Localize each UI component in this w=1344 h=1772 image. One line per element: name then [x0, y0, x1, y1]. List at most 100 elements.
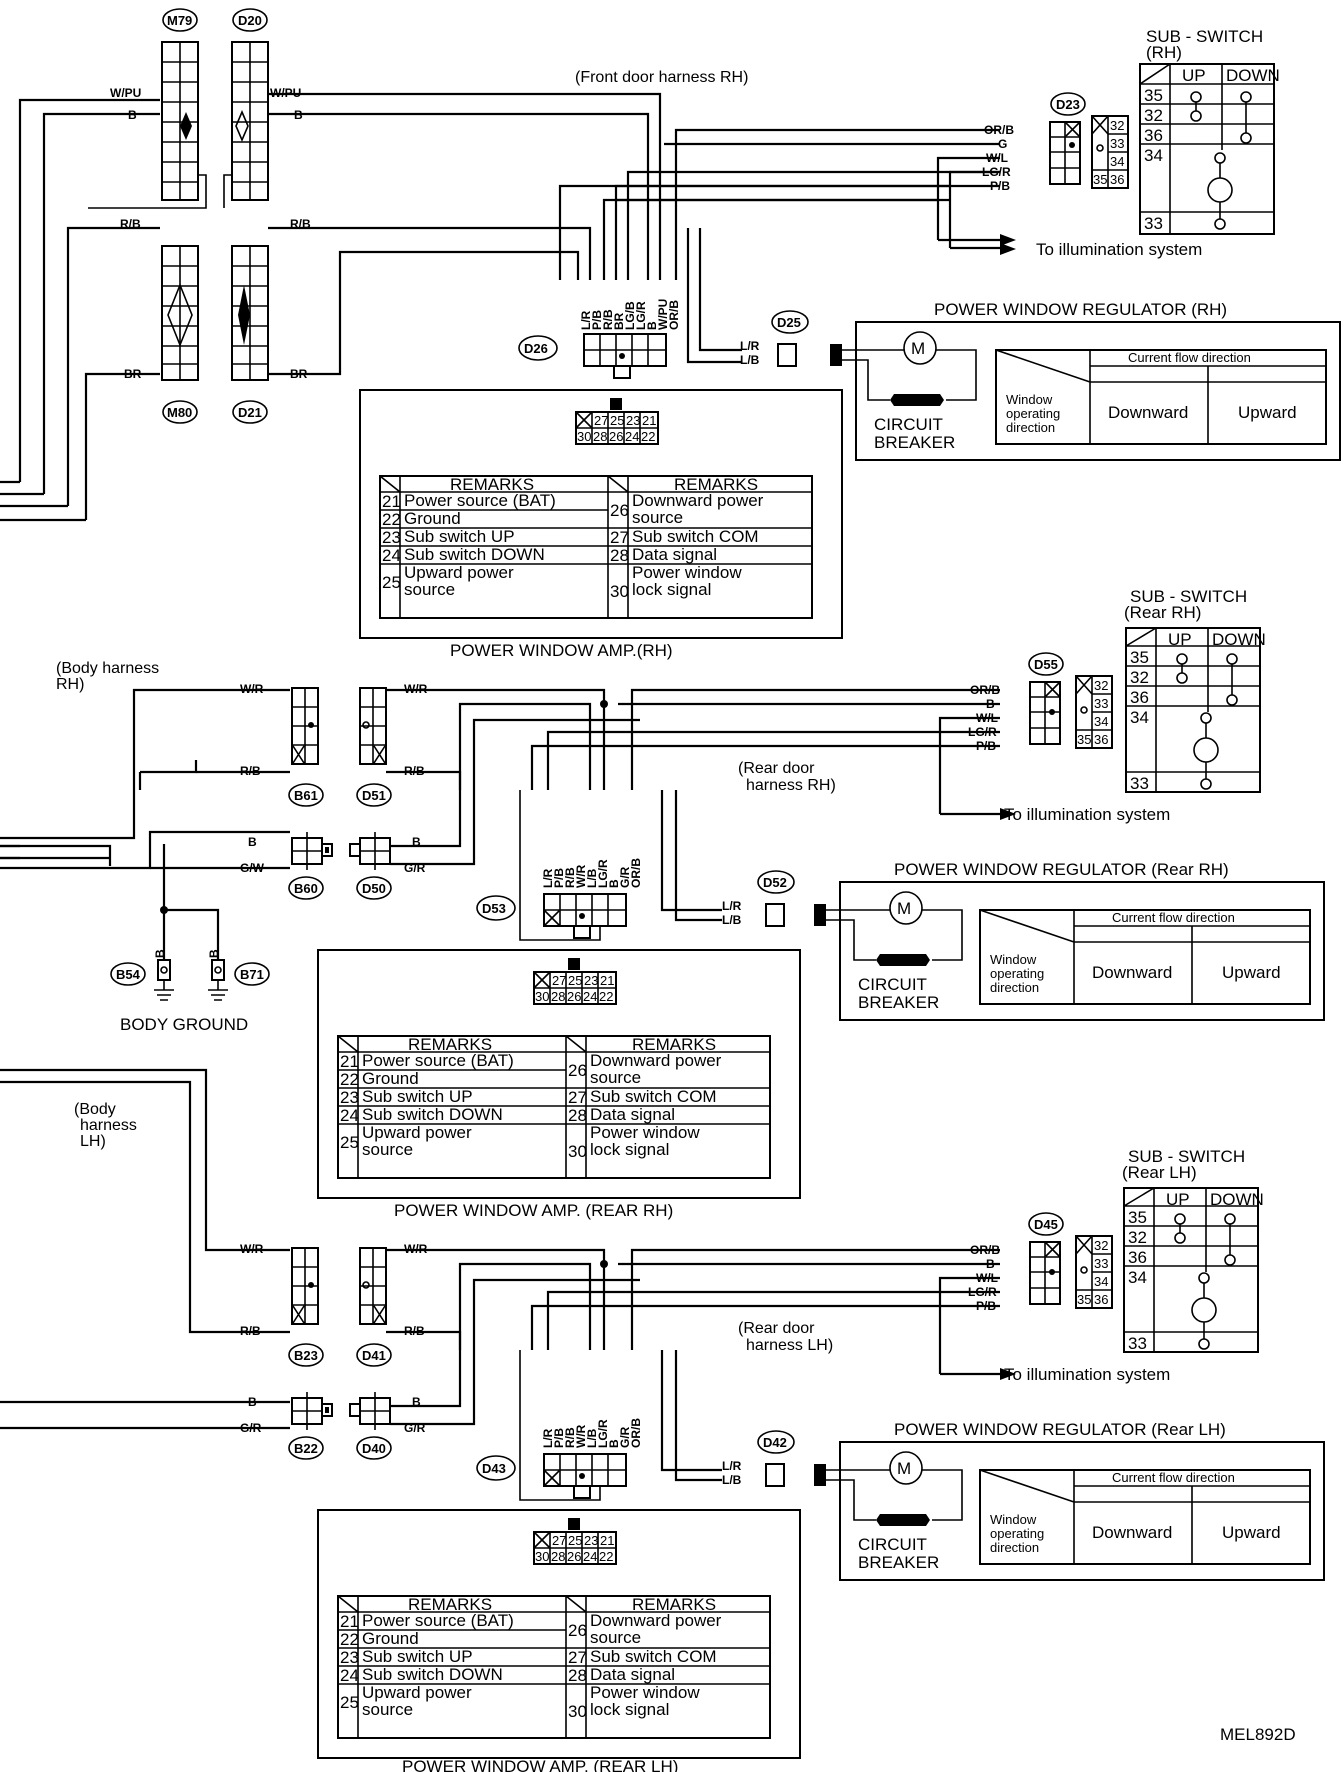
- wire-label: LG/R: [982, 165, 1011, 179]
- pin-number: 32: [1110, 118, 1124, 133]
- wire-label: B: [248, 1395, 257, 1409]
- harness-label: harness: [80, 1117, 137, 1134]
- connector-label: D20: [238, 13, 262, 28]
- vertical-wire-label: LG/R: [596, 1419, 610, 1448]
- circuit-label: CIRCUIT: [874, 415, 943, 434]
- remark-pin: 27: [568, 1088, 587, 1107]
- remark-pin: 22: [340, 1070, 359, 1089]
- up-header: UP: [1182, 66, 1206, 85]
- remark-text: lock signal: [590, 1140, 669, 1159]
- vertical-wire-label: BR: [612, 312, 626, 330]
- remark-text: Data signal: [590, 1665, 675, 1684]
- connector-d50: D50: [349, 832, 392, 900]
- down-header: DOWN: [1210, 1190, 1264, 1209]
- row-pin: 34: [1128, 1268, 1147, 1287]
- amp-pin: 30: [535, 989, 549, 1004]
- amp-pin: 27: [594, 413, 608, 428]
- pin-number: 36: [1094, 732, 1108, 747]
- remark-text: Data signal: [590, 1105, 675, 1124]
- side-pin-block: 32 33 34 35 36: [1091, 115, 1129, 189]
- pin-number: 34: [1094, 714, 1108, 729]
- remark-pin: 26: [568, 1621, 587, 1640]
- wire-label: G/R: [240, 1421, 262, 1435]
- connector-d20: D20: [223, 8, 269, 208]
- connector-b22: B22: [288, 1392, 333, 1460]
- wire-label: W/PU: [110, 86, 141, 100]
- regulator-rh-box: POWER WINDOW REGULATOR (RH) M CIRCUIT BR…: [842, 300, 1341, 461]
- vertical-wire-label: L/B: [585, 1428, 599, 1448]
- remark-text: Downward power: [590, 1611, 722, 1630]
- vertical-wire-label: LG/B: [623, 301, 637, 330]
- pin-number: 35: [1093, 172, 1107, 187]
- connector-d41: D41: [356, 1247, 392, 1367]
- vertical-wire-label: LG/R: [596, 859, 610, 888]
- row-pin: 34: [1144, 146, 1163, 165]
- amp-pin: 30: [577, 429, 591, 444]
- connector-d53: D53: [476, 790, 627, 941]
- wire-label: W/L: [976, 1271, 998, 1285]
- wire-label: G: [998, 137, 1007, 151]
- upward-label: Upward: [1222, 963, 1281, 982]
- rear-rh-vertical-labels: L/RP/BR/BW/RL/BLG/RBG/ROR/B: [541, 858, 643, 888]
- connector-d23: D23: [1049, 92, 1086, 185]
- wire-label: W/R: [240, 1242, 264, 1256]
- harness-label: harness RH): [746, 777, 836, 794]
- remarks-header: REMARKS: [632, 1035, 716, 1054]
- vertical-wire-label: OR/B: [667, 300, 681, 330]
- remark-pin: 25: [340, 1133, 359, 1152]
- connector-label: D52: [763, 875, 787, 890]
- wire-label: W/L: [986, 151, 1008, 165]
- vertical-wire-label: R/B: [601, 309, 615, 330]
- amp-pin: 27: [552, 973, 566, 988]
- remark-pin: 28: [610, 546, 629, 565]
- pin-number: 33: [1110, 136, 1124, 151]
- connector-d25: D25 L/R L/B: [740, 310, 842, 367]
- row-pin: 35: [1130, 648, 1149, 667]
- wire-label: B: [207, 949, 221, 958]
- vertical-wire-label: B: [645, 321, 659, 330]
- remark-pin: 26: [568, 1061, 587, 1080]
- row-pin: 33: [1130, 774, 1149, 793]
- vertical-wire-label: P/B: [552, 1428, 566, 1448]
- body-ground: B B B54 B71 BODY GROUND: [110, 940, 270, 1034]
- amp-pin: 26: [567, 1549, 581, 1564]
- row-pin: 35: [1128, 1208, 1147, 1227]
- remarks-header: REMARKS: [408, 1035, 492, 1054]
- connector-label: M79: [167, 13, 192, 28]
- amp-pin: 26: [567, 989, 581, 1004]
- wire-label: L/R: [722, 1459, 742, 1473]
- sub-switch-title: SUB - SWITCH: [1130, 587, 1247, 606]
- wire-label: B: [153, 949, 167, 958]
- wire-label: R/B: [240, 1324, 261, 1338]
- wire-label: R/B: [120, 217, 141, 231]
- remark-text: source: [362, 1140, 413, 1159]
- wire-label: OR/B: [970, 1243, 1000, 1257]
- vertical-wire-label: G/R: [618, 1426, 632, 1448]
- remark-text: Downward power: [632, 491, 764, 510]
- amp-pin: 25: [568, 973, 582, 988]
- connector-label: D43: [482, 1461, 506, 1476]
- amp-pin: 27: [552, 1533, 566, 1548]
- illumination-label: To illumination system: [1004, 805, 1170, 824]
- vertical-wire-label: W/R: [574, 864, 588, 888]
- connector-label: D40: [362, 1441, 386, 1456]
- diagram-code: MEL892D: [1220, 1725, 1296, 1744]
- remarks-header: REMARKS: [632, 1595, 716, 1614]
- vertical-wire-label: P/B: [552, 868, 566, 888]
- remark-text: source: [590, 1628, 641, 1647]
- amp-pin: 21: [600, 973, 614, 988]
- amp-title: POWER WINDOW AMP.(RH): [450, 641, 673, 660]
- current-flow-header: Current flow direction: [1112, 1470, 1235, 1485]
- down-header: DOWN: [1212, 630, 1266, 649]
- row-pin: 32: [1144, 106, 1163, 125]
- wire-label: P/B: [976, 739, 996, 753]
- connector-label: B61: [294, 788, 318, 803]
- pin-number: 34: [1110, 154, 1124, 169]
- vertical-wire-label: W/PU: [656, 299, 670, 330]
- amp-pin: 30: [535, 1549, 549, 1564]
- pin-number: 33: [1094, 696, 1108, 711]
- regulator-rear-rh-box: POWER WINDOW REGULATOR (Rear RH) M CIRCU…: [826, 860, 1325, 1021]
- amp-pin: 28: [593, 429, 607, 444]
